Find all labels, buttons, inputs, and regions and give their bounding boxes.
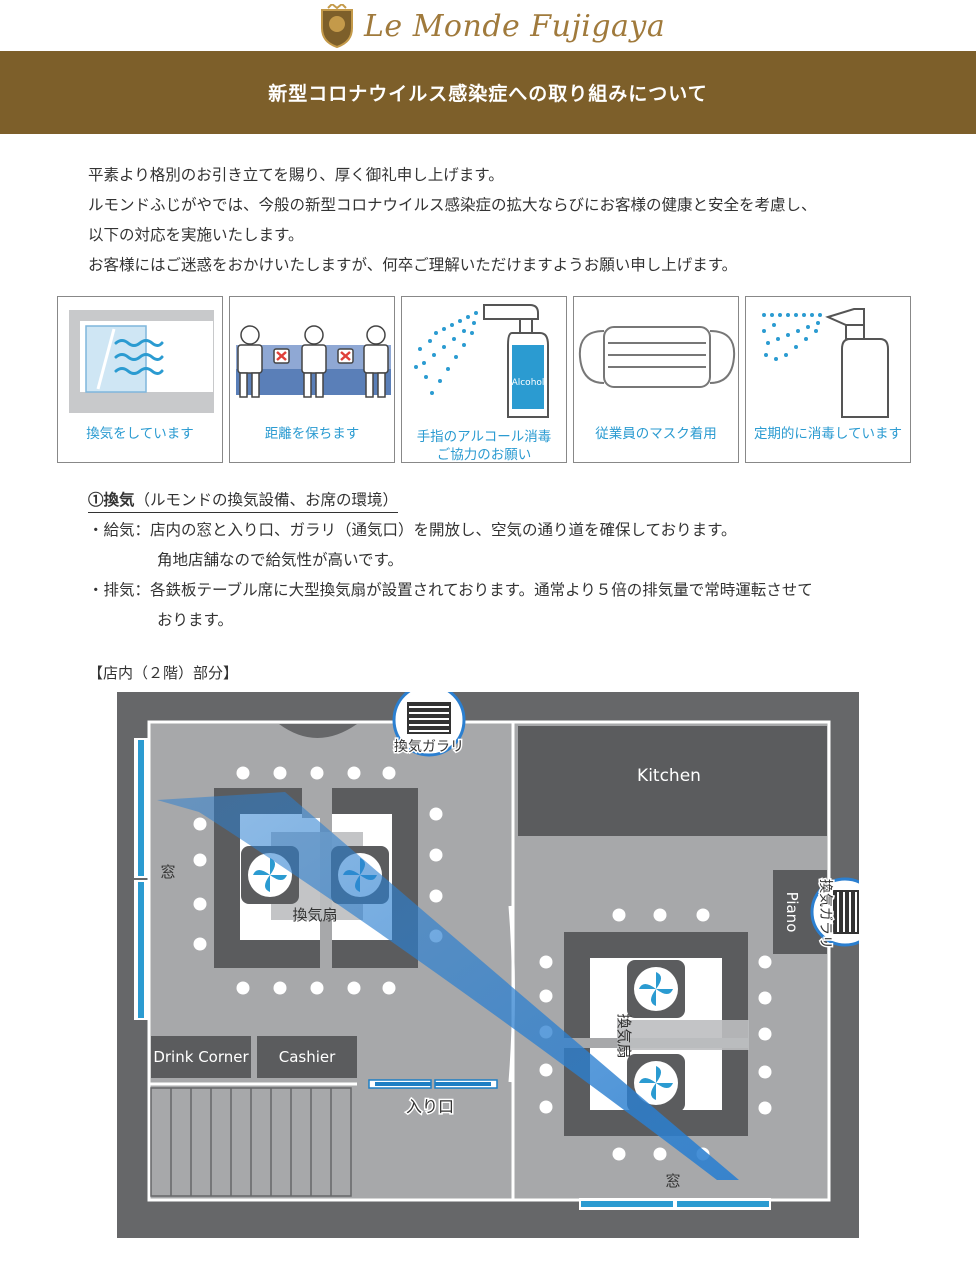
mask-card: 従業員のマスク着用 <box>573 296 739 463</box>
title-banner: 新型コロナウイルス感染症への取り組みについて <box>0 51 976 134</box>
crest-icon <box>321 4 353 48</box>
entrance-label: 入り口 <box>406 1097 454 1116</box>
supply-prefix: ・給気： <box>88 521 151 539</box>
ventilation-section: ①換気（ルモンドの換気設備、お席の環境） ・給気：店内の窓と入り口、ガラリ（通気… <box>88 488 908 635</box>
supply-line1: 店内の窓と入り口、ガラリ（通気口）を開放し、空気の通り道を確保しております。 <box>150 521 737 539</box>
exhaust-prefix: ・排気： <box>88 581 151 599</box>
vent-top-label: 換気ガラリ <box>394 739 464 755</box>
section-number: ①換気 <box>88 490 135 509</box>
bottle-label: Alcohol <box>512 378 545 388</box>
door-arc <box>279 724 357 738</box>
window-label-bottom: 窓 <box>665 1172 680 1190</box>
table-group-right <box>564 932 749 1136</box>
bottom-windows <box>579 1198 771 1210</box>
supply-line2: 角地店舗なので給気性が高いです。 <box>157 551 403 569</box>
alcohol-icon: Alcohol <box>414 304 549 418</box>
kitchen-area <box>518 726 827 836</box>
floor-label: 【店内（２階）部分】 <box>88 664 239 682</box>
supply-item: ・給気：店内の窓と入り口、ガラリ（通気口）を開放し、空気の通り道を確保しておりま… <box>88 515 908 575</box>
ventilation-card: 換気をしています <box>57 296 223 463</box>
cashier-area <box>257 1036 357 1078</box>
ventilation-icon <box>69 310 214 413</box>
distance-icon <box>236 325 391 398</box>
alcohol-label-line1: 手指のアルコール消毒 <box>416 429 552 445</box>
page-title: 新型コロナウイルス感染症への取り組みについて <box>268 83 708 105</box>
brand-logo: Le Monde Fujigaya <box>318 2 665 50</box>
brand-name: Le Monde Fujigaya <box>364 8 666 44</box>
distance-label: 距離を保ちます <box>264 426 360 442</box>
intro-line: ルモンドふじがやでは、今般の新型コロナウイルス感染症の拡大ならびにお客様の健康と… <box>88 196 817 214</box>
distance-card: 距離を保ちます <box>229 296 395 463</box>
intro-line: 以下の対応を実施いたします。 <box>88 226 304 244</box>
ventilation-label: 換気をしています <box>86 426 194 442</box>
piano-label: Piano <box>783 892 801 933</box>
stairs <box>150 1087 352 1197</box>
measure-icons: 換気をしています 距離を保ちます <box>57 296 911 463</box>
intro-line: 平素より格別のお引き立てを賜り、厚く御礼申し上げます。 <box>88 166 504 184</box>
vent-right-label: 換気ガラリ <box>817 879 833 949</box>
alcohol-label-line2: ご協力のお願い <box>436 447 532 463</box>
mask-label: 従業員のマスク着用 <box>595 426 717 442</box>
kitchen-label: Kitchen <box>637 766 701 786</box>
spray-icon <box>762 308 889 418</box>
vent-top <box>392 692 466 757</box>
intro-text: 平素より格別のお引き立てを賜り、厚く御礼申し上げます。 ルモンドふじがやでは、今… <box>88 160 908 280</box>
left-windows <box>134 738 148 1020</box>
entrance-door <box>368 1079 498 1089</box>
section-title: ①換気（ルモンドの換気設備、お席の環境） <box>88 488 399 513</box>
airflow-arrow <box>157 792 739 1180</box>
floor-plan: Kitchen Piano Drink Corner Cashier 入り口 窓… <box>117 692 859 1238</box>
exhaust-line1: 各鉄板テーブル席に大型換気扇が設置されております。通常より５倍の排気量で常時運転… <box>150 581 813 599</box>
exhaust-line2: おります。 <box>157 611 233 629</box>
alcohol-label: 手指のアルコール消毒 ご協力のお願い <box>402 428 566 464</box>
spray-label: 定期的に消毒しています <box>753 426 903 442</box>
vent-right <box>810 877 859 947</box>
alcohol-card: Alcohol 手指のアルコール消毒 ご協力のお願い <box>401 296 567 463</box>
drink-corner-area <box>151 1036 251 1078</box>
mask-icon <box>578 326 736 388</box>
intro-line: お客様にはご迷惑をおかけいたしますが、何卒ご理解いただけますようお願い申し上げま… <box>88 256 738 274</box>
window-label-left: 窓 <box>160 863 175 881</box>
exhaust-item: ・排気：各鉄板テーブル席に大型換気扇が設置されております。通常より５倍の排気量で… <box>88 575 908 635</box>
spray-card: 定期的に消毒しています <box>745 296 911 463</box>
section-title-rest: （ルモンドの換気設備、お席の環境） <box>134 491 399 509</box>
fan-label-left: 換気扇 <box>292 906 337 924</box>
cashier-label: Cashier <box>279 1048 336 1066</box>
fan-label-right: 換気扇 <box>615 1013 633 1058</box>
drink-corner-label: Drink Corner <box>153 1048 249 1066</box>
